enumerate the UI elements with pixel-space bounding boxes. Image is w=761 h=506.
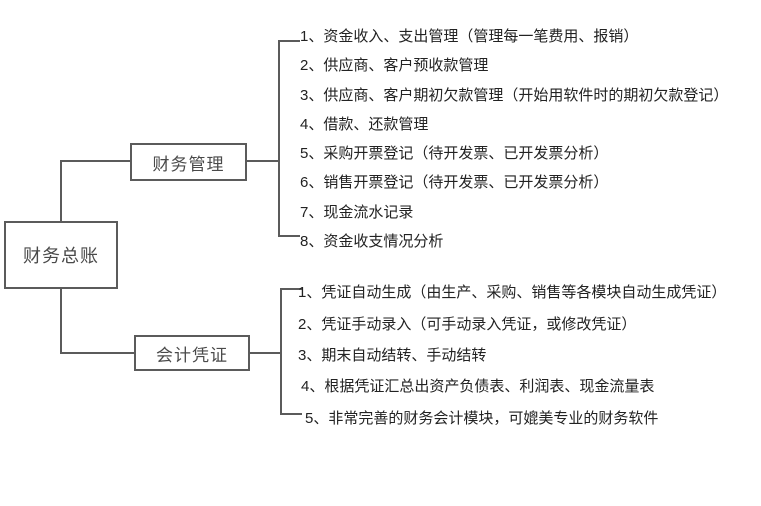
branch-node-financial-management: 财务管理 xyxy=(130,143,247,181)
list-item: 6、销售开票登记（待开发票、已开发票分析） xyxy=(300,174,609,192)
bracket-top-spine xyxy=(278,40,280,237)
bracket-bottom-upper-tick xyxy=(280,288,302,290)
list-item: 8、资金收支情况分析 xyxy=(300,232,444,250)
bracket-bottom-lower-tick xyxy=(280,413,302,415)
list-item: 5、采购开票登记（待开发票、已开发票分析） xyxy=(300,145,609,163)
branch-node-label: 财务管理 xyxy=(152,154,225,174)
list-item: 2、凭证手动录入（可手动录入凭证，或修改凭证） xyxy=(298,315,637,333)
bracket-top-lower-tick xyxy=(278,235,300,237)
bracket-top-upper-tick xyxy=(278,40,300,42)
branch-node-label: 会计凭证 xyxy=(156,345,228,365)
list-financial-management: 1、资金收入、支出管理（管理每一笔费用、报销） 2、供应商、客户预收款管理 3、… xyxy=(300,21,728,255)
connector-top-branch-horizontal xyxy=(60,160,132,162)
list-item: 4、根据凭证汇总出资产负债表、利润表、现金流量表 xyxy=(301,378,655,396)
root-node-general-ledger: 财务总账 xyxy=(4,221,118,289)
branch-node-accounting-voucher: 会计凭证 xyxy=(134,335,250,371)
list-item: 1、凭证自动生成（由生产、采购、销售等各模块自动生成凭证） xyxy=(298,284,727,302)
connector-bottom-branch-horizontal xyxy=(60,352,136,354)
list-item: 4、借款、还款管理 xyxy=(300,115,429,133)
connector-root-to-bottom-branch xyxy=(60,289,62,354)
list-item: 3、期末自动结转、手动结转 xyxy=(298,346,487,364)
connector-root-to-top-branch xyxy=(60,161,62,223)
root-node-label: 财务总账 xyxy=(23,246,99,266)
list-item: 3、供应商、客户期初欠款管理（开始用软件时的期初欠款登记） xyxy=(300,86,729,104)
connector-kj-to-bracket xyxy=(250,352,282,354)
list-item: 1、资金收入、支出管理（管理每一笔费用、报销） xyxy=(300,28,639,46)
bracket-bottom-spine xyxy=(280,288,282,415)
list-item: 7、现金流水记录 xyxy=(300,203,414,221)
list-item: 2、供应商、客户预收款管理 xyxy=(300,57,489,75)
connector-fm-to-bracket xyxy=(247,160,280,162)
list-item: 5、非常完善的财务会计模块，可媲美专业的财务软件 xyxy=(305,409,659,427)
list-accounting-voucher: 1、凭证自动生成（由生产、采购、销售等各模块自动生成凭证） 2、凭证手动录入（可… xyxy=(298,276,726,433)
